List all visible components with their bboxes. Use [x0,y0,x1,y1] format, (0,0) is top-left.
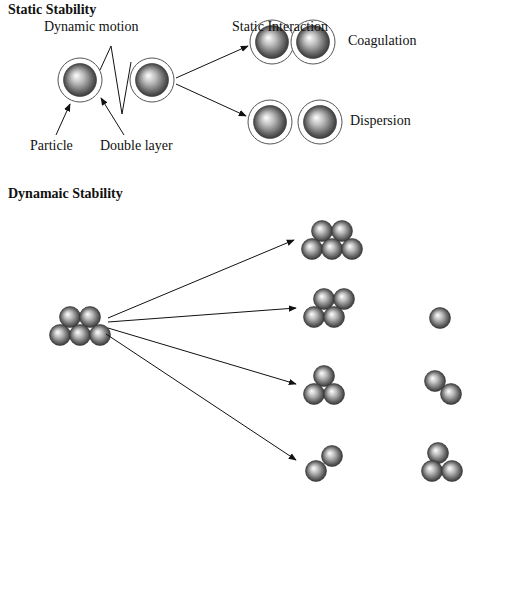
arrow [176,84,246,116]
particle [304,384,325,405]
arrow [176,46,248,78]
particle-with-double-layer [58,58,102,102]
particle [80,307,101,328]
particle [304,307,325,328]
particle-with-double-layer [248,100,292,144]
particle-cluster [422,443,463,482]
leader-line [56,104,70,135]
particle [306,461,327,482]
particle [332,221,353,242]
section-heading: Dynamaic Stability [8,186,123,202]
particle [442,461,463,482]
state-label: Coagulation [348,33,416,49]
particle [302,239,323,260]
caption-label: Dynamic motion [44,19,139,35]
particle [430,308,451,329]
particle [322,239,343,260]
particle [314,366,335,387]
particle [70,325,91,346]
particle [322,446,343,467]
particle [441,384,462,405]
arrow [108,328,296,384]
particle [60,307,81,328]
state-label: Dispersion [350,113,411,129]
leader-line [101,98,124,135]
caption-label: Static Interaction [232,19,328,35]
particle-cluster [304,289,355,328]
arrow [108,308,296,322]
particle [324,307,345,328]
section-heading: Static Stability [8,2,96,18]
part-label: Double layer [100,138,173,154]
arrow [108,240,294,318]
particle-with-double-layer [298,100,342,144]
particle-cluster [50,307,111,346]
particle-with-double-layer [130,58,174,102]
particle [50,325,71,346]
particle-cluster [302,221,363,260]
particle-cluster [425,371,462,405]
part-label: Particle [30,138,73,154]
particle [334,289,355,310]
particle-cluster [306,446,343,482]
particle [314,289,335,310]
particle [342,239,363,260]
particle [312,221,333,242]
particle-cluster [304,366,345,405]
particle [324,384,345,405]
particle [422,461,443,482]
arrow [106,334,296,460]
